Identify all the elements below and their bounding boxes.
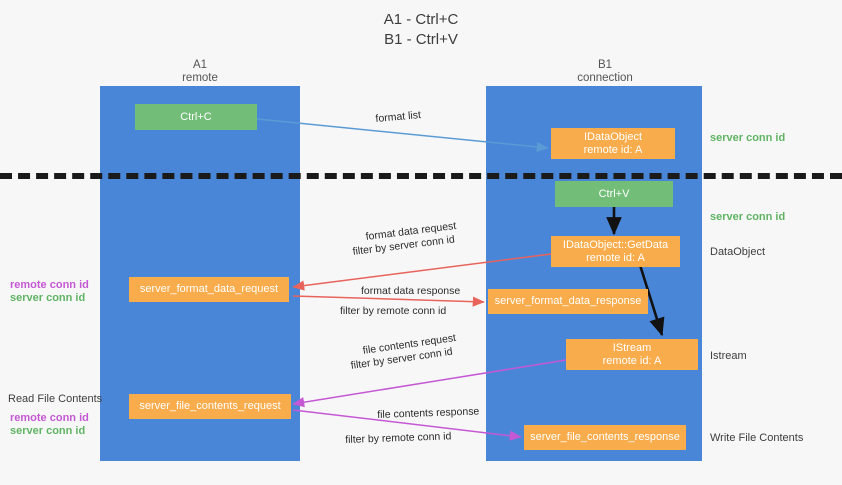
- filter-by-text: filter by: [345, 432, 380, 446]
- arrow-label-file-contents-response-filter: filter by remote conn id: [345, 430, 452, 447]
- diagram-title-line2: B1 - Ctrl+V: [384, 31, 458, 48]
- arrow-label-format-data-response: format data response: [361, 285, 461, 297]
- left-label-server-conn-id-2: server conn id: [10, 425, 86, 437]
- lane-header-b1: B1 connection: [545, 59, 665, 85]
- right-label-server-conn-id-top: server conn id: [710, 132, 786, 144]
- node-getdata-remote-id: remote id: A: [586, 251, 645, 264]
- filter-by-text: filter by: [340, 305, 374, 317]
- node-istream-remote-id: remote id: A: [602, 354, 662, 367]
- arrow-label-format-list: format list: [375, 109, 422, 125]
- filter-by-text: filter by: [350, 355, 386, 372]
- left-label-remote-conn-id-2: remote conn id: [10, 412, 89, 424]
- node-ctrl-v-label: Ctrl+V: [598, 187, 630, 200]
- node-idataobject-remote-id: remote id: A: [583, 143, 643, 156]
- node-istream-title: IStream: [612, 341, 652, 354]
- lane-header-a1-name: A1: [192, 59, 208, 71]
- lane-header-b1-sub: connection: [577, 72, 633, 84]
- node-server-file-contents-request[interactable]: server_file_contents_request: [129, 394, 291, 419]
- right-label-write-file-contents: Write File Contents: [710, 432, 804, 444]
- left-label-remote-conn-id-1: remote conn id: [10, 279, 89, 291]
- node-server-file-contents-response-label: server_file_contents_response: [530, 431, 680, 443]
- node-getdata[interactable]: IDataObject::GetData remote id: A: [551, 236, 680, 267]
- node-server-file-contents-response[interactable]: server_file_contents_response: [524, 425, 686, 450]
- lane-header-a1: A1 remote: [140, 59, 260, 85]
- node-istream[interactable]: IStream remote id: A: [566, 339, 698, 370]
- remote-conn-id-text: remote conn id: [381, 430, 452, 445]
- node-server-format-data-response-label: server_format_data_response: [494, 295, 642, 307]
- node-ctrl-v[interactable]: Ctrl+V: [555, 181, 673, 207]
- node-ctrl-c[interactable]: Ctrl+C: [135, 104, 257, 130]
- node-idataobject-title: IDataObject: [583, 130, 643, 143]
- node-getdata-title: IDataObject::GetData: [562, 238, 669, 251]
- node-ctrl-c-label: Ctrl+C: [180, 110, 212, 123]
- lane-header-a1-sub: remote: [182, 72, 218, 84]
- node-server-format-data-response[interactable]: server_format_data_response: [488, 289, 648, 314]
- node-server-file-contents-request-label: server_file_contents_request: [139, 400, 281, 412]
- lane-header-b1-name: B1: [597, 59, 613, 71]
- phase-divider: [0, 173, 842, 179]
- right-label-dataobject: DataObject: [710, 246, 766, 258]
- remote-conn-id-text: remote conn id: [376, 305, 447, 317]
- left-label-read-file-contents: Read File Contents: [8, 393, 103, 405]
- arrow-label-file-contents-response: file contents response: [377, 405, 480, 421]
- node-server-format-data-request[interactable]: server_format_data_request: [129, 277, 289, 302]
- arrow-label-format-data-response-filter: filter by remote conn id: [340, 305, 446, 318]
- right-label-server-conn-id-mid: server conn id: [710, 211, 786, 223]
- node-server-format-data-request-label: server_format_data_request: [139, 283, 279, 295]
- diagram-title-line1: A1 - Ctrl+C: [383, 11, 459, 28]
- right-label-istream: Istream: [710, 350, 747, 362]
- left-label-server-conn-id-1: server conn id: [10, 292, 86, 304]
- filter-by-text: filter by: [352, 241, 388, 258]
- node-idataobject[interactable]: IDataObject remote id: A: [551, 128, 675, 159]
